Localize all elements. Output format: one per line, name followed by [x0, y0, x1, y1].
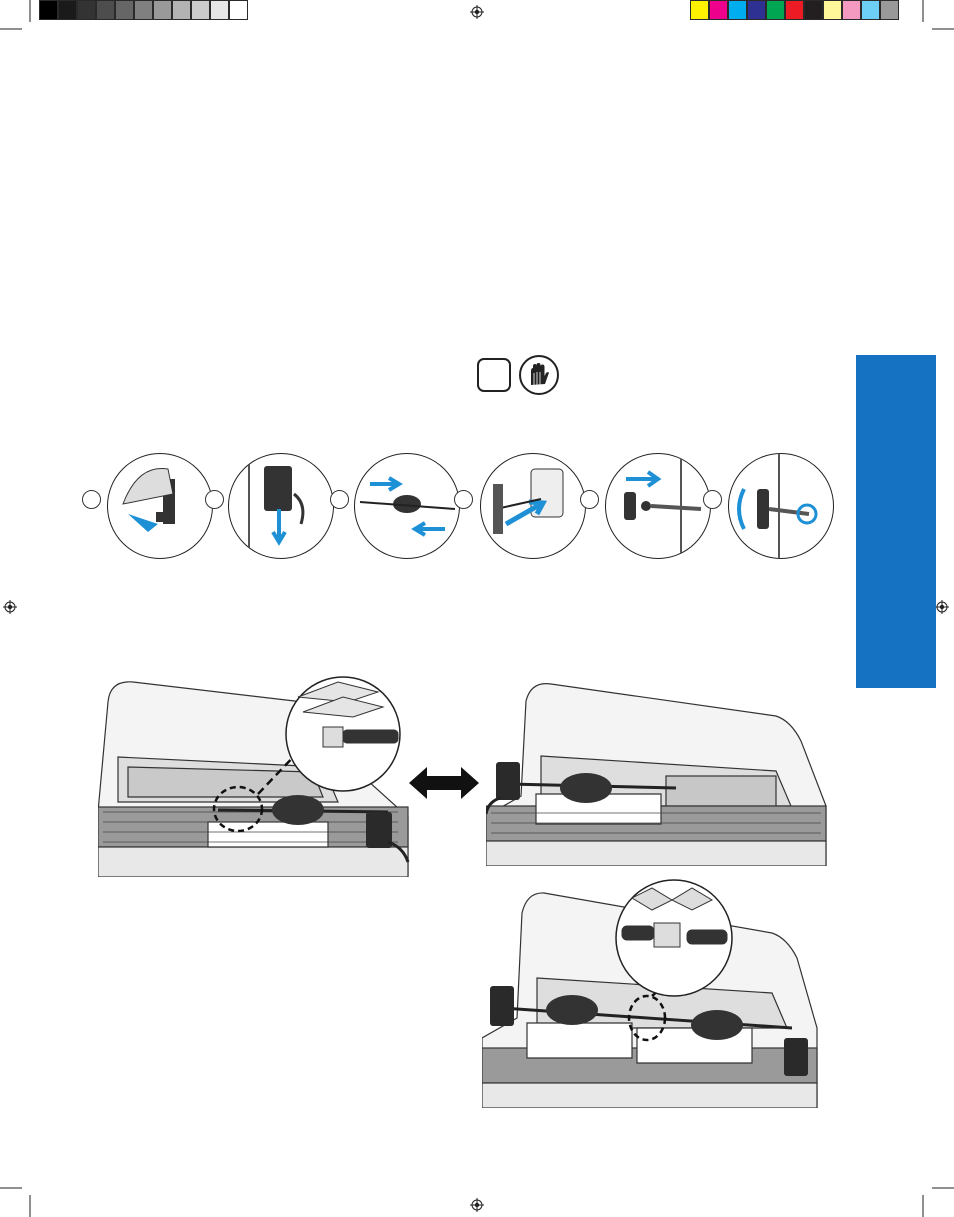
color-swatch [191, 0, 210, 20]
spit-into-motor-illustration [480, 453, 586, 559]
heat-resistant-gloves-icon [519, 355, 559, 395]
registration-mark-icon [470, 5, 484, 19]
step-number-badge [703, 490, 722, 509]
section-side-tab [856, 355, 936, 688]
grill-rotisserie-right-motor-illustration [486, 683, 827, 866]
step-number-badge [454, 490, 473, 509]
tighten-collar-illustration [728, 453, 834, 559]
color-swatch [728, 0, 747, 20]
spit-forks-illustration [354, 453, 460, 559]
color-swatch [766, 0, 785, 20]
color-swatch [842, 0, 861, 20]
color-swatch [58, 0, 77, 20]
color-swatch [153, 0, 172, 20]
step-number-badge [580, 490, 599, 509]
grill-rotisserie-left-motor-illustration [98, 676, 410, 877]
step-number-badge [205, 490, 224, 509]
color-swatch [172, 0, 191, 20]
grill-dual-rotisserie-illustration [482, 879, 818, 1108]
motor-slide-down-illustration [228, 453, 334, 559]
color-swatch [804, 0, 823, 20]
color-swatch [134, 0, 153, 20]
handle-attach-illustration [605, 453, 711, 559]
color-swatch [880, 0, 899, 20]
color-swatch [823, 0, 842, 20]
color-swatch-bar [690, 0, 899, 20]
color-swatch [709, 0, 728, 20]
swap-direction-arrow-icon [409, 767, 479, 799]
color-swatch [210, 0, 229, 20]
color-swatch [115, 0, 134, 20]
color-swatch [861, 0, 880, 20]
color-swatch [39, 0, 58, 20]
square-outline-icon [477, 358, 511, 392]
color-swatch [747, 0, 766, 20]
registration-mark-icon [935, 600, 949, 614]
grayscale-swatch-bar [39, 0, 248, 20]
step-number-badge [82, 490, 101, 509]
color-swatch [96, 0, 115, 20]
color-swatch [785, 0, 804, 20]
color-swatch [229, 0, 248, 20]
mount-bracket-illustration [107, 453, 213, 559]
color-swatch [77, 0, 96, 20]
color-swatch [690, 0, 709, 20]
registration-mark-icon [3, 600, 17, 614]
registration-mark-icon [470, 1198, 484, 1212]
step-number-badge [330, 490, 349, 509]
